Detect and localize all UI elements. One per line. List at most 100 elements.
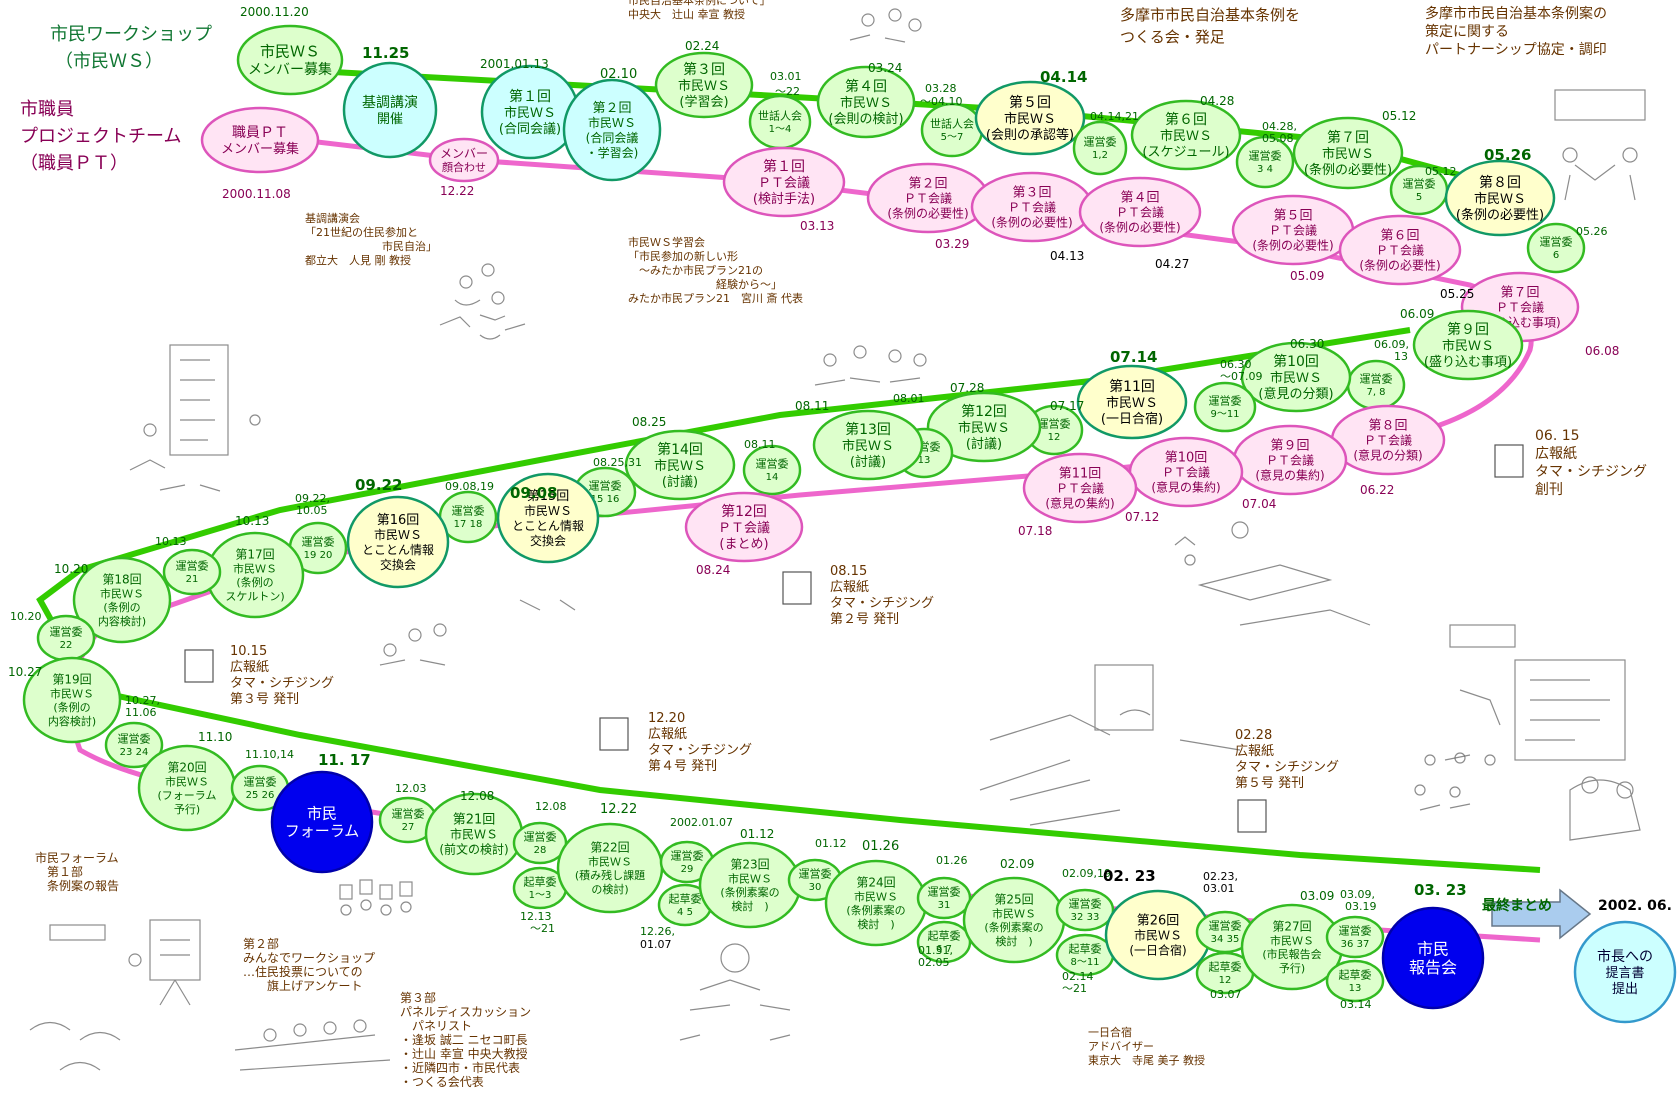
node-shape [624,429,736,501]
node-shape [346,495,450,589]
date-label: 13 [1394,350,1408,363]
node-label: 第３回 [1012,186,1051,201]
newsletter-icon [1494,444,1524,478]
note-line: 第３部 [400,990,436,1005]
node-label: 6 [1553,250,1559,261]
node-label: とことん情報 [362,543,434,557]
date-label: 11. 17 [318,751,371,769]
date-label: 06.09 [1400,307,1434,321]
date-label: 02.23, [1203,870,1238,883]
date-label: 12.22 [600,802,637,817]
node-shape [1292,116,1404,190]
node-label: 第９回 [1270,439,1309,454]
node-label: 27 [402,822,415,833]
node-label: 9～11 [1210,409,1239,420]
sketch-signing [1569,776,1641,841]
annotation-note: 市民フォーラム 第１部 条例案の報告 [35,850,119,893]
node-label: 内容検討) [98,614,146,628]
note-line: パネルディスカッション [400,1004,531,1019]
note-line: みたか市民プラン21 宮川 斎 代表 [628,291,803,305]
node-label: 30 [809,882,822,893]
date-label: 01.12 [740,827,774,841]
date-label: 08.25 [632,415,666,429]
node-label: 第１回 [763,158,805,175]
node-label: 起草委 [1069,943,1102,956]
note-line: 広報紙 [648,727,687,742]
node-label: 運営委 [50,625,83,639]
date-label: 05.25 [1440,287,1474,301]
date-label: 11.06 [125,706,157,719]
date-label: 03.09, [1340,888,1375,901]
note-line: 経験から～」 [628,277,782,291]
node-label: メンバー募集 [221,141,299,157]
node-label: 市民ＷＳ [165,774,209,788]
note-line: 市民自治」 [305,239,437,253]
date-label: 09.08 [510,484,557,502]
annotation-note: 市民ＷＳ学習会「市民参加の新しい形 ～みたか市民プラン21の 経験から～」みたか… [628,235,803,305]
node-label: 1～4 [769,124,792,135]
node-label: 第６回 [1380,229,1419,244]
date-label: 07.04 [1242,497,1276,511]
date-label: 10.13 [155,535,187,548]
node-shape [1444,159,1556,237]
date-label: 12.03 [395,782,427,795]
note-line: 第４号 発刊 [648,759,717,774]
date-label: 2002.01.07 [670,816,733,829]
node-label: 起草委 [928,930,961,943]
node-shape [72,556,172,644]
node-label: 検討 ) [731,899,768,913]
node-label: 運営委 [452,504,485,518]
node-label: 市民ＷＳ [840,95,892,111]
annotation-note: 市民自治基本条例について」中央大 辻山 幸宣 教授 [628,0,771,21]
node-label: 市民ＷＳ [374,527,422,542]
date-label: 05.08 [1262,132,1294,145]
note-line: ～みたか市民プラン21の [628,263,763,277]
node-label: 第18回 [102,573,141,587]
note-line: 一日合宿 [1088,1025,1132,1039]
node-label: 21 [186,574,199,585]
node-label: 13 [1349,983,1362,994]
note-line: 「21世紀の住民参加と [305,225,418,239]
node-shape [1076,364,1188,440]
date-label: 最終まとめ [1482,897,1552,914]
node-label: 市民ＷＳ [1474,191,1526,207]
node-label: 第４回 [1120,191,1159,206]
node-label: 19 20 [304,550,333,561]
node-shape [1072,120,1128,176]
date-label: 10.20 [10,610,42,623]
note-line: タマ・シチジング [830,596,934,611]
node-label: 運営委 [928,885,961,899]
node-label: 開催 [377,112,403,127]
node-label: 第21回 [453,813,496,828]
node-label: 運営委 [392,807,425,821]
node-label: 15 16 [591,494,620,505]
note-line: ・辻山 幸宣 中央大教授 [400,1046,528,1061]
node-label: とことん情報 [512,519,584,533]
date-label: 08.25,31 [593,456,642,469]
node-label: 起草委 [1209,961,1242,974]
node-label: (条例の [236,575,273,589]
sketch-presentation [1444,624,1626,761]
date-label: 06.30 [1220,358,1252,371]
sketch-handshake [1554,89,1646,201]
date-label: 02.09 [1000,857,1034,871]
node-shape [1130,99,1242,171]
node-label: (市民報告会 [1262,947,1321,961]
